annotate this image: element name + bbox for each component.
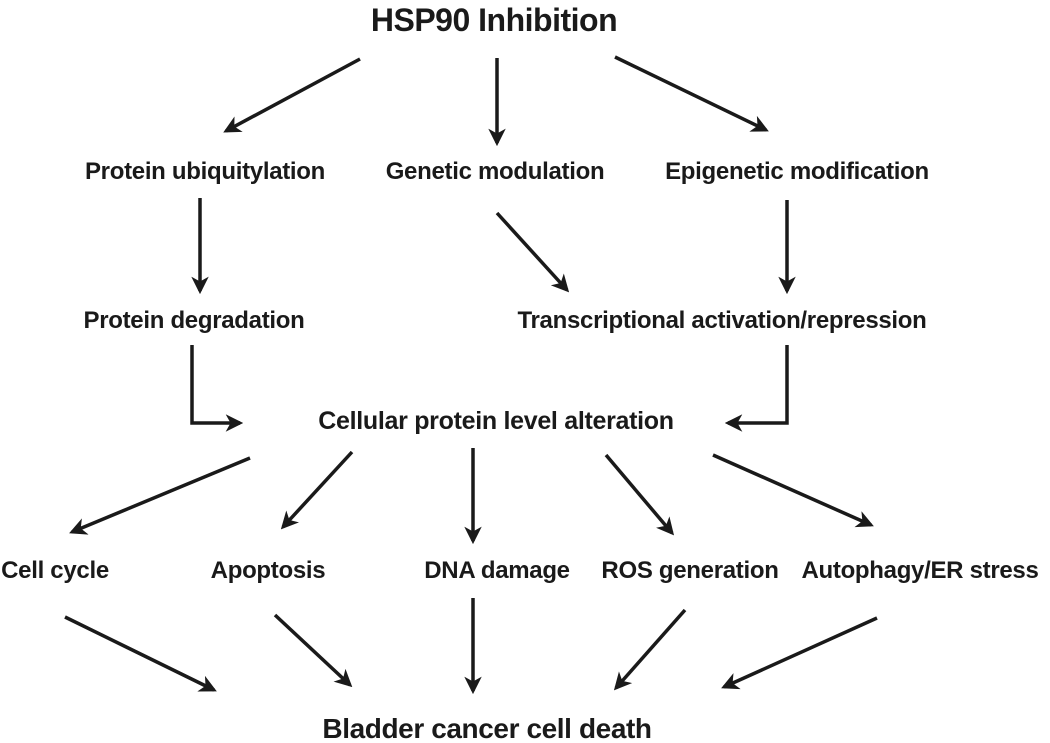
arrow-transcriptional-to-cellular-alteration <box>724 345 789 432</box>
node-apoptosis: Apoptosis <box>210 557 326 584</box>
arrow-cellular-to-cell-cycle <box>69 456 251 535</box>
arrow-cellular-to-ros-generation <box>604 453 675 536</box>
node-epigenetic-modification: Epigenetic modification <box>665 158 929 185</box>
arrow-apoptosis-to-death <box>273 613 353 688</box>
node-cellular-protein-level-alteration: Cellular protein level alteration <box>318 407 674 435</box>
node-autophagy-er-stress: Autophagy/ER stress <box>801 557 1039 584</box>
arrow-cellular-to-autophagy <box>712 453 874 528</box>
arrow-cellular-to-apoptosis <box>280 450 354 530</box>
arrow-ros-to-death <box>613 608 687 691</box>
node-ros-generation: ROS generation <box>601 557 779 584</box>
node-genetic-modulation: Genetic modulation <box>385 158 605 185</box>
node-dna-damage: DNA damage <box>424 557 570 584</box>
node-hsp90-inhibition: HSP90 Inhibition <box>370 2 618 38</box>
arrow-title-to-protein-ubiquitylation <box>223 57 361 133</box>
node-transcriptional-activation-repression: Transcriptional activation/repression <box>517 307 927 334</box>
node-bladder-cancer-cell-death: Bladder cancer cell death <box>322 713 652 743</box>
arrow-title-to-epigenetic-modification <box>614 55 769 132</box>
arrow-autophagy-to-death <box>721 616 878 690</box>
node-protein-degradation: Protein degradation <box>83 307 305 334</box>
node-cell-cycle: Cell cycle <box>1 557 109 584</box>
arrow-degradation-to-cellular-alteration <box>190 345 244 432</box>
node-protein-ubiquitylation: Protein ubiquitylation <box>84 158 326 185</box>
arrow-genetic-to-transcriptional <box>495 211 570 293</box>
arrow-cell-cycle-to-death <box>64 615 217 692</box>
